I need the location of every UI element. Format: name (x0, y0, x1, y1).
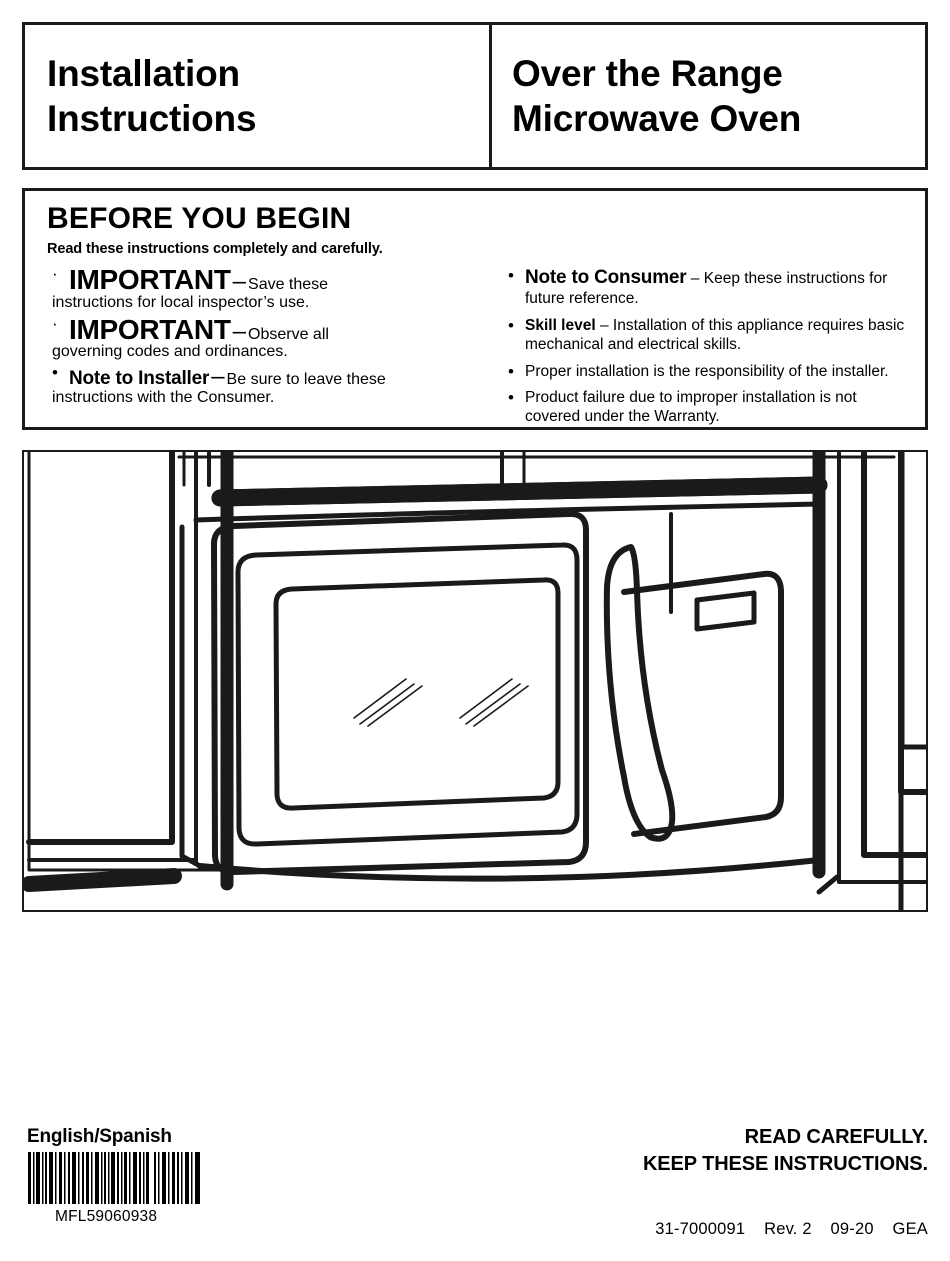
header-right-cell: Over the Range Microwave Oven (489, 25, 925, 167)
before-you-begin-box: BEFORE YOU BEGIN Read these instructions… (22, 188, 928, 430)
note-to-installer-text-line2: instructions with the Consumer. (52, 389, 275, 407)
list-item: • Skill level – Installation of this app… (505, 316, 909, 355)
important-label: IMPORTANT (69, 264, 231, 296)
dash-separator: – (690, 270, 700, 288)
bullet-icon: • (508, 266, 514, 286)
before-you-begin-subtitle: Read these instructions completely and c… (47, 241, 383, 258)
document-revision: Rev. 2 (764, 1220, 812, 1238)
dash-separator: – (211, 362, 225, 390)
right-cabinet-frame1 (861, 452, 926, 858)
language-label: English/Spanish (27, 1126, 172, 1147)
installer-responsibility-text: Proper installation is the responsibilit… (525, 362, 889, 380)
dash-separator: – (599, 317, 609, 335)
read-carefully-notice: READ CAREFULLY. KEEP THESE INSTRUCTIONS. (643, 1124, 928, 1177)
read-carefully-line1: READ CAREFULLY. (744, 1126, 928, 1148)
note-to-installer-label: Note to Installer (69, 367, 210, 389)
microwave-door-outline (211, 510, 589, 876)
right-cabinet-outline (837, 452, 926, 884)
microwave-door-handle (603, 544, 676, 842)
control-panel-display (694, 590, 757, 632)
right-cabinet-frame-inner-hidden (898, 452, 904, 910)
list-item: • Proper installation is the responsibil… (505, 361, 909, 382)
note-to-consumer-text: Keep these instructions for future refer… (525, 270, 888, 308)
important-text: Observe all (248, 325, 329, 343)
barcode (26, 1152, 206, 1204)
microwave-door-window (273, 577, 561, 811)
dash-separator: – (232, 317, 247, 345)
left-cabinet-inner-frame (26, 452, 175, 845)
read-carefully-line2: KEEP THESE INSTRUCTIONS. (642, 1152, 928, 1175)
header-left-cell: Installation Instructions (25, 25, 489, 167)
right-cabinet-bottom-corner (816, 874, 840, 895)
skill-level-text: Installation of this appliance requires … (525, 317, 905, 353)
microwave-illustration-box (22, 450, 928, 912)
microwave-control-panel (621, 570, 784, 837)
bullet-icon: • (508, 361, 514, 381)
warranty-notice-text: Product failure due to improper installa… (525, 389, 857, 426)
important-text-line2: instructions for local inspector’s use. (52, 293, 310, 311)
bullet-icon: • (508, 388, 514, 408)
title-installation-line1: Installation (47, 52, 240, 94)
list-item: • Note to Consumer – Keep these instruct… (505, 266, 909, 309)
dash-separator: – (232, 268, 247, 296)
before-you-begin-right-column: • Note to Consumer – Keep these instruct… (495, 265, 909, 434)
microwave-left-bottom-corner (179, 853, 203, 869)
microwave-top-edge (211, 476, 828, 507)
glass-reflection-lines (353, 678, 529, 727)
microwave-front-top-edge (193, 501, 822, 523)
left-cabinet-bottom-shadow (24, 868, 182, 892)
left-cabinet-outline (27, 452, 326, 872)
before-you-begin-title: BEFORE YOU BEGIN (47, 202, 352, 235)
title-product-line1: Over the Range (512, 52, 783, 94)
important-label: IMPORTANT (69, 313, 231, 345)
bullet-icon: • (52, 362, 58, 382)
note-to-consumer-label: Note to Consumer (525, 267, 687, 289)
title-header-box: Installation Instructions Over the Range… (22, 22, 928, 170)
important-text: Save these (248, 276, 329, 294)
bullet-icon: · (52, 264, 58, 284)
document-brand: GEA (892, 1220, 928, 1238)
barcode-graphic (26, 1152, 206, 1204)
bullet-icon: • (508, 316, 514, 336)
skill-level-label: Skill level (525, 317, 596, 335)
document-number: 31-7000091 (655, 1220, 746, 1238)
bullet-icon: · (52, 313, 58, 333)
microwave-illustration (24, 452, 926, 910)
document-code-line: 31-7000091 Rev. 2 09-20 GEA (655, 1220, 928, 1239)
barcode-number: MFL59060938 (55, 1208, 158, 1225)
title-installation-line2: Instructions (47, 98, 257, 139)
before-you-begin-columns: · IMPORTANT–Save these instructions for … (47, 265, 909, 434)
list-item: • Product failure due to improper instal… (505, 388, 909, 427)
list-item: · IMPORTANT–Save these instructions for … (47, 265, 487, 312)
list-item: • Note to Installer–Be sure to leave the… (47, 362, 487, 408)
title-product-line2: Microwave Oven (512, 98, 802, 139)
document-date: 09-20 (830, 1220, 874, 1238)
important-text-line2: governing codes and ordinances. (52, 343, 288, 361)
installer-notes-list: · IMPORTANT–Save these instructions for … (47, 265, 487, 408)
right-cabinet-frame2 (898, 452, 926, 795)
right-cabinet-frame3 (899, 452, 926, 750)
before-you-begin-left-column: · IMPORTANT–Save these instructions for … (47, 265, 495, 434)
microwave-door-bezel (235, 542, 580, 847)
list-item: · IMPORTANT–Observe all governing codes … (47, 313, 487, 362)
note-to-installer-text: Be sure to leave these (226, 370, 386, 388)
